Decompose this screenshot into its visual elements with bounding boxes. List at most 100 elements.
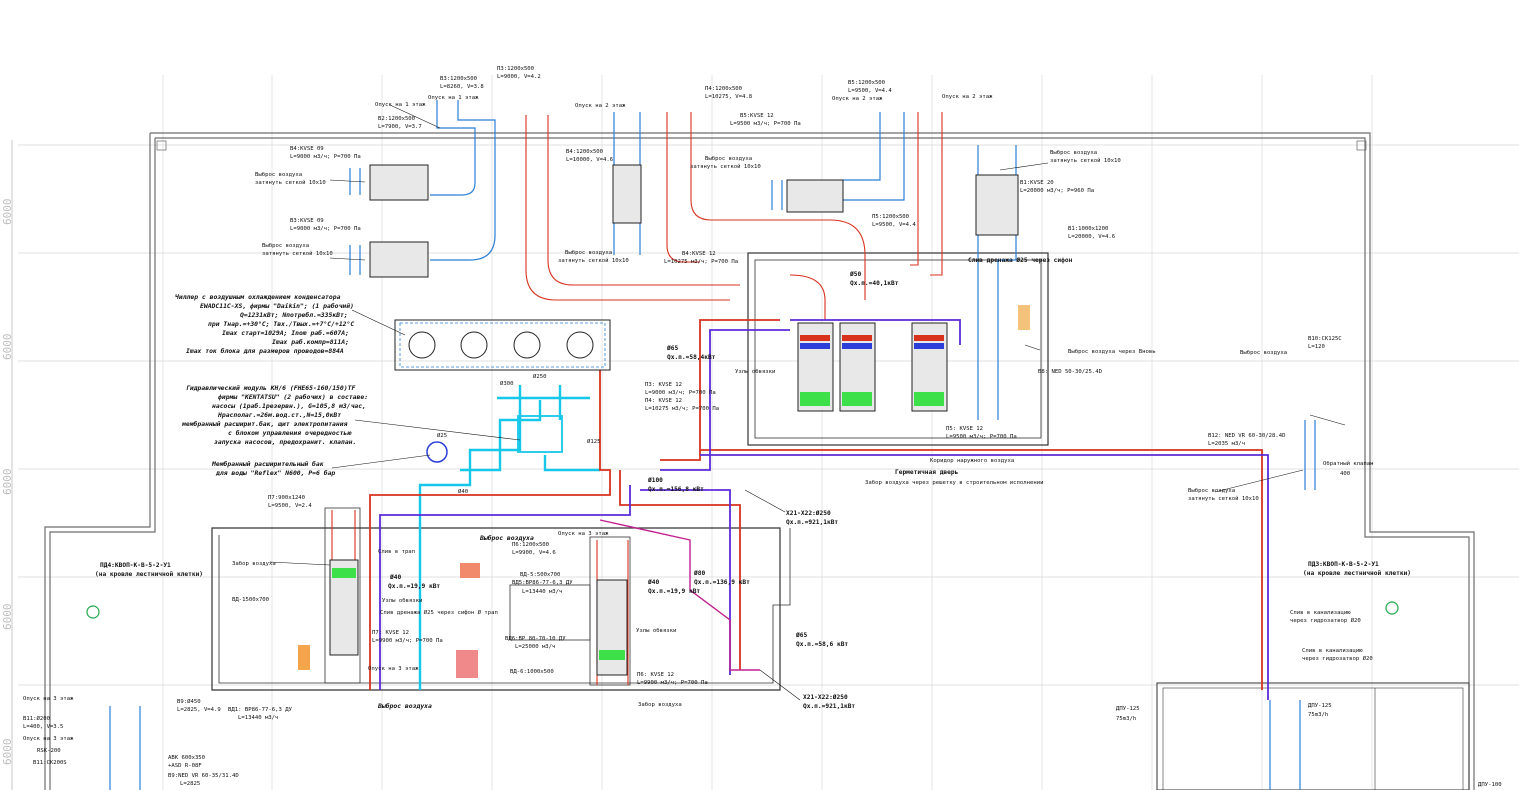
note: затянуть сеткой 10x10 <box>262 251 333 257</box>
q40-d: Ø40 <box>647 578 659 586</box>
grille-note: Выброс воздуха <box>1188 487 1235 494</box>
stair-labels: ПД4:КВОП-К-В-5-2-У1 (на кровле лестнично… <box>95 561 1411 578</box>
right-bottom-rooms <box>1156 682 1470 790</box>
q40-d: Ø40 <box>389 573 401 581</box>
vd-label: ВД1: ВР86-77-6,3 ДУ <box>228 707 293 713</box>
pipe-diameter: Ø50 <box>849 270 861 278</box>
duct-flow: L=7900, V=3.7 <box>378 124 422 130</box>
hydro-line: запуска насосов, предохранит. клапан. <box>214 438 356 446</box>
unit-spec: L=9900 м3/ч; P=700 Па <box>637 680 708 686</box>
b11c-label: B11:CK200S <box>33 760 67 766</box>
note: Выброс воздуха <box>479 534 534 542</box>
dpu2-label: ДПУ-100 <box>1478 782 1502 788</box>
note: Слив в трап <box>378 549 415 555</box>
vd-size: ВД-1500x700 <box>232 597 269 603</box>
unit-spec: L=10275 м3/ч; P=700 Па <box>645 406 719 412</box>
note: Опуск на 2 этаж <box>942 94 993 100</box>
avk2-label: +ASD R-08F <box>168 763 202 769</box>
sink-sub: через гидрозатвор Ø20 <box>1302 655 1373 662</box>
duct-size: П7:900x1240 <box>268 495 305 501</box>
unit-tag: B3:KVSE 09 <box>290 218 324 224</box>
vd6b-flow: L=25000 м3/ч <box>515 644 555 650</box>
hydro-note: Гидравлический модуль KH/6 (FHE65-160/15… <box>181 384 368 477</box>
duct-size: B4:1200x500 <box>566 149 603 155</box>
sink-note: Слив в канализацию <box>1290 610 1351 616</box>
chiller-line: Imax старт=1029А; Inom раб.=607А; <box>222 329 349 337</box>
note: Опуск на 1 этаж <box>428 95 479 101</box>
orange-fittings <box>298 305 1030 678</box>
b12-label: B12: NED VR 60-30/28.4D <box>1208 433 1286 439</box>
unit-spec: L=9000 м3/ч; P=700 Па <box>290 226 361 232</box>
hydro-line: насосы (1раб.1резервн.), G=105,8 м3/час, <box>212 402 366 410</box>
note: затянуть сеткой 10x10 <box>255 180 326 186</box>
unit-spec: L=9000 м3/ч; P=700 Па <box>290 154 361 160</box>
tank-line: для воды "Reflex" N600, P=6 бар <box>215 469 335 477</box>
chiller-line: EWADC11C-XS, фирмы "Daikin"; (1 рабочий) <box>200 302 354 310</box>
b9-label: B9:Ø450 <box>177 698 201 705</box>
stair-tag: ПД4:КВОП-К-В-5-2-У1 <box>100 562 171 569</box>
note: Герметичная дверь <box>895 469 959 476</box>
q40-v: Qх.п.=19,9 кВт <box>388 583 440 590</box>
duct-flow: L=9500, V=4.4 <box>872 222 916 228</box>
pipe-diameter: Ø300 <box>500 380 513 387</box>
drain-label: Слив дренажа Ø25 через сифон Ø трап <box>380 609 498 616</box>
pipe-load: Qх.п.=921,1кВт <box>803 703 855 710</box>
dpu-flow: 75m3/h <box>1308 712 1328 718</box>
b9ned-flow: L=2825 <box>180 781 200 787</box>
stair-sub: (на кровле лестничной клетки) <box>1303 569 1411 577</box>
grille-note: Выброс воздуха <box>1240 349 1287 356</box>
right-labels: Обратный клапан 400 B12: NED VR 60-30/28… <box>1038 336 1502 788</box>
pipe-diameter: Ø100 <box>647 476 663 484</box>
unit-spec: L=9500 м3/ч; P=700 Па <box>730 121 801 127</box>
hydro-title: Гидравлический модуль KH/6 (FHE65-160/15… <box>186 384 355 392</box>
b8-note: Выброс воздуха через Вновь <box>1068 348 1156 355</box>
pipe-load: Qх.п.=156,8 кВт <box>648 486 704 493</box>
b10-label: B10:CK125C <box>1308 336 1342 342</box>
hydro-line: с блоком управления очередностью <box>228 429 352 437</box>
dim-label: 6000 <box>1 469 14 496</box>
unit-spec: L=9900 м3/ч; P=700 Па <box>372 638 443 644</box>
chiller-line: Imax ток блока для размеров проводов=884… <box>186 347 344 355</box>
pipe-diameter: Ø40 <box>458 488 468 495</box>
dimension-scale: 6000 6000 6000 6000 6000 <box>1 140 14 790</box>
chiller-line: Q=1231кВт; Nпотребл.=335кВт; <box>240 311 348 319</box>
duct-size: П5:1200x500 <box>872 214 909 220</box>
dpu-flow: 75m3/h <box>1116 716 1136 722</box>
opusk-note: Опуск на 3 этаж <box>23 736 74 742</box>
vd-flow: L=13440 м3/ч <box>238 715 278 721</box>
note: Узлы обвязки <box>735 368 775 375</box>
sink-sub: через гидрозатвор Ø20 <box>1290 617 1361 624</box>
note: Выброс воздуха <box>377 702 432 710</box>
leader-lines <box>269 104 1346 701</box>
unit-tag: П5: KVSE 12 <box>946 426 983 432</box>
b11-flow: L=400, V=3.5 <box>23 724 63 730</box>
tank-title: Мембранный расширительный бак <box>211 460 324 468</box>
pipe-load: Qх.п.=40,1кВт <box>850 280 899 287</box>
q40-v: Qх.п.=19,9 кВт <box>648 588 700 595</box>
pipe-diameter: Ø25 <box>437 432 447 439</box>
b9-flow: L=2825, V=4.9 <box>177 707 221 713</box>
building-walls <box>44 132 1475 790</box>
sink-note: Слив в канализацию <box>1302 648 1363 654</box>
b11-label: B11:Ø200 <box>23 715 50 722</box>
unit-spec: L=9500 м3/ч; P=700 Па <box>946 434 1017 440</box>
pipe-diameter: X21-X22:Ø250 <box>786 509 831 517</box>
note: Опуск на 3 этаж <box>368 666 419 672</box>
note: затянуть сеткой 10x10 <box>1050 158 1121 164</box>
duct-size: П3:1200x500 <box>497 66 534 72</box>
dim-label: 6000 <box>1 604 14 631</box>
unit-tag: B5:KVSE 12 <box>740 113 774 119</box>
expansion-tank <box>426 441 448 463</box>
chiller <box>394 319 611 371</box>
pipe-load: Qх.п.=58,4кВт <box>667 354 716 361</box>
pipe-load: Qх.п.=58,6 кВт <box>796 641 848 648</box>
pipe-load: Qх.п.=921,1кВт <box>786 519 838 526</box>
duct-size: B2:1200x500 <box>378 116 415 122</box>
unit-tag: П4: KVSE 12 <box>645 398 682 404</box>
unit-tag: П7: KVSE 12 <box>372 630 409 636</box>
note: Узлы обвязки <box>382 597 422 604</box>
unit-tag: B1:KVSE 20 <box>1020 180 1054 186</box>
exhaust-ducts <box>109 100 1316 790</box>
unit-labels: B4:KVSE 09 L=9000 м3/ч; P=700 Па B3:KVSE… <box>290 113 1094 686</box>
